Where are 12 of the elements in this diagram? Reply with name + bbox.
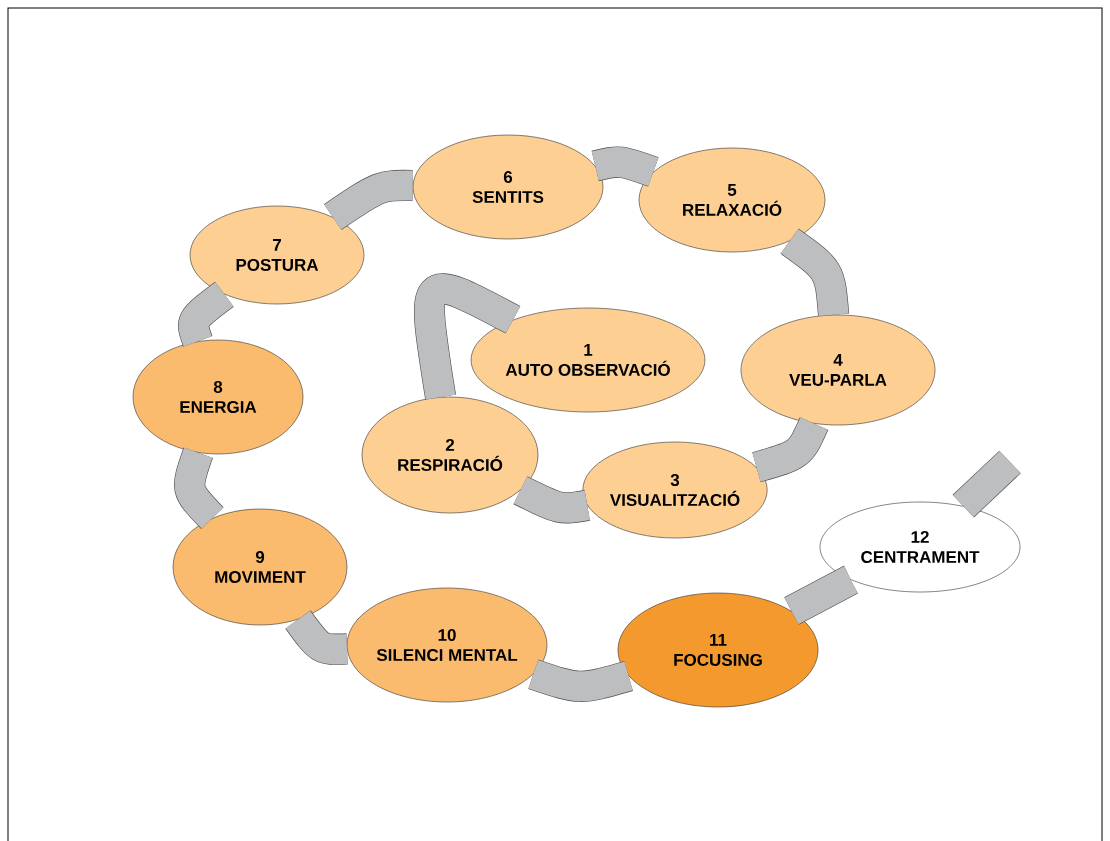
spiral-band (285, 610, 348, 665)
spiral-band (780, 228, 850, 317)
spiral-band (414, 273, 521, 400)
spiral-band (324, 169, 413, 230)
spiral-band (952, 450, 1021, 518)
spiral-band (178, 281, 234, 347)
spiral-band (591, 146, 659, 187)
spiral-band (752, 417, 829, 483)
spiral-band (513, 476, 590, 524)
spiral-band (784, 565, 858, 625)
spiral-band (174, 447, 224, 529)
spiral-band (528, 659, 633, 702)
